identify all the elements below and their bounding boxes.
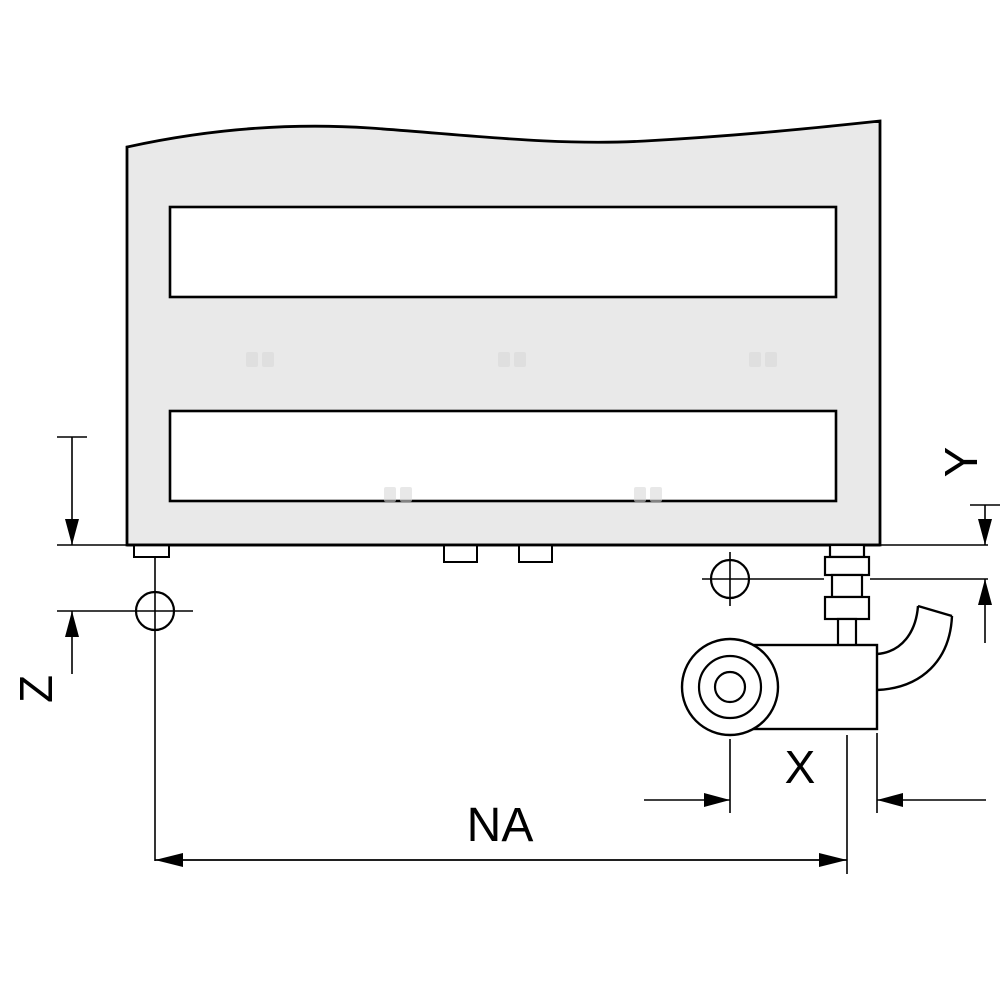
- na-arrow-right-icon: [819, 853, 847, 867]
- dimension-x: X: [644, 733, 986, 813]
- bottom-stub-center-1: [443, 544, 478, 563]
- watermark-dot: [400, 487, 412, 502]
- dimension-label-na: NA: [467, 799, 534, 852]
- watermark-dot: [384, 487, 396, 502]
- watermark-marks: [246, 352, 777, 502]
- flex-pipe: [876, 604, 954, 692]
- radiator-slot-top: [168, 205, 838, 299]
- radiator-slot-bottom: [168, 409, 838, 503]
- valve-corner-fitting: [823, 543, 871, 649]
- watermark-dot: [650, 487, 662, 502]
- y-arrow-up-icon: [978, 579, 992, 605]
- z-arrow-down-icon: [65, 519, 79, 545]
- dimension-y: Y: [935, 447, 1000, 643]
- flex-pipe-end-cap: [917, 604, 953, 618]
- bottom-stub-center-2: [518, 544, 553, 563]
- dimension-na: NA: [155, 735, 848, 874]
- watermark-dot: [514, 352, 526, 367]
- watermark-dot: [246, 352, 258, 367]
- fitting-stem: [836, 617, 858, 649]
- watermark-dot: [262, 352, 274, 367]
- fitting-tab: [828, 543, 866, 559]
- x-arrow-right-icon: [704, 793, 730, 807]
- watermark-dot: [498, 352, 510, 367]
- na-arrow-left-icon: [155, 853, 183, 867]
- x-arrow-left-icon: [877, 793, 903, 807]
- fitting-nut-lower: [823, 595, 871, 621]
- dimension-z: Z: [10, 436, 87, 703]
- y-arrow-down-icon: [978, 519, 992, 545]
- dimension-label-z: Z: [10, 675, 62, 703]
- dimension-label-y: Y: [935, 447, 987, 478]
- watermark-dot: [765, 352, 777, 367]
- bottom-tab-left: [133, 544, 170, 558]
- valve-actuator-inner: [713, 670, 747, 704]
- flex-pipe-outer: [876, 615, 954, 692]
- watermark-dot: [749, 352, 761, 367]
- dimension-label-x: X: [785, 741, 816, 793]
- fitting-nut-upper: [823, 555, 871, 577]
- flex-pipe-inner: [876, 605, 920, 656]
- z-arrow-up-icon: [65, 611, 79, 637]
- watermark-dot: [634, 487, 646, 502]
- fitting-body: [830, 573, 864, 599]
